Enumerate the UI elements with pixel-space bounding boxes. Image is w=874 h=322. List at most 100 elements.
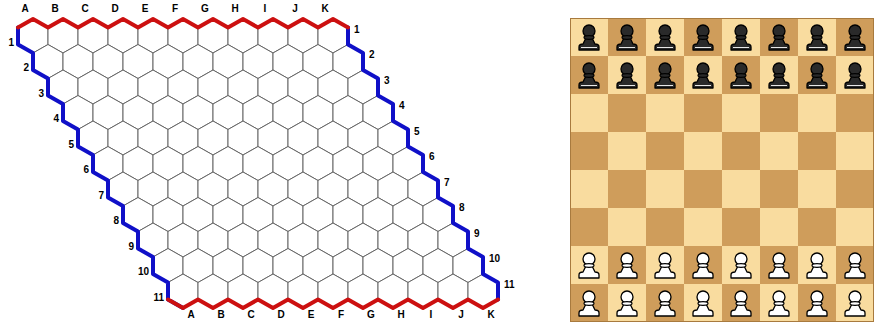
black-pawn (693, 25, 713, 50)
board-frame (571, 19, 874, 322)
board-square (722, 208, 760, 246)
column-letter: I (264, 4, 267, 14)
pawn-collar (622, 264, 632, 268)
pawn-collar (812, 264, 822, 268)
pawn-collar (584, 36, 594, 40)
board-square (836, 246, 874, 284)
red-edge (168, 300, 498, 309)
column-letter: F (338, 310, 344, 320)
white-pawn (655, 291, 675, 316)
column-letter: G (201, 4, 209, 14)
board-square (608, 94, 646, 132)
blue-edge (348, 28, 498, 300)
pawn-collar (812, 74, 822, 78)
column-letter: H (231, 4, 238, 14)
pawn-collar (584, 302, 594, 306)
board-square (684, 18, 722, 56)
chess-board (570, 18, 874, 322)
white-pawn (731, 291, 751, 316)
row-number: 6 (83, 165, 89, 175)
pawn-highlight (771, 85, 787, 86)
board-square (608, 18, 646, 56)
black-pawn (693, 63, 713, 88)
column-letter: J (458, 310, 464, 320)
board-square (646, 284, 684, 322)
black-pawn (845, 25, 865, 50)
board-square (608, 284, 646, 322)
black-pawn (769, 63, 789, 88)
column-letter: A (187, 310, 194, 320)
black-pawn (845, 63, 865, 88)
white-pawn (845, 291, 865, 316)
board-square (798, 56, 836, 94)
pawn-collar (736, 74, 746, 78)
row-number: 10 (489, 254, 500, 264)
row-number: 11 (504, 280, 515, 290)
pawn-collar (736, 302, 746, 306)
row-number: 3 (38, 89, 44, 99)
row-number: 1 (354, 25, 360, 35)
column-letter: C (81, 4, 88, 14)
column-letter: C (247, 310, 254, 320)
board-square (836, 284, 874, 322)
board-square (570, 284, 608, 322)
column-letter: E (142, 4, 149, 14)
black-pawn (807, 25, 827, 50)
board-square (570, 170, 608, 208)
board-square (570, 208, 608, 246)
red-edge (18, 19, 348, 28)
pawn-highlight (733, 47, 749, 48)
white-pawn (579, 253, 599, 278)
row-number: 5 (414, 127, 420, 137)
board-square (722, 56, 760, 94)
pawn-collar (698, 264, 708, 268)
board-square (760, 56, 798, 94)
board-square (684, 170, 722, 208)
pawn-collar (622, 302, 632, 306)
board-square (684, 246, 722, 284)
pawn-highlight (657, 85, 673, 86)
row-number: 10 (138, 267, 149, 277)
row-number: 8 (113, 216, 119, 226)
board-square (646, 132, 684, 170)
board-square (760, 18, 798, 56)
black-pawn (579, 63, 599, 88)
pawn-highlight (619, 85, 635, 86)
pawn-collar (774, 264, 784, 268)
white-pawn (693, 253, 713, 278)
white-pawn (731, 253, 751, 278)
blue-edge (18, 28, 183, 309)
board-square (722, 94, 760, 132)
pawn-highlight (657, 47, 673, 48)
pawn-collar (812, 302, 822, 306)
pawn-collar (850, 264, 860, 268)
board-square (608, 132, 646, 170)
column-letter: D (111, 4, 118, 14)
board-square (722, 284, 760, 322)
pawn-collar (774, 302, 784, 306)
column-letter: E (308, 310, 315, 320)
row-number: 7 (98, 191, 104, 201)
pawn-collar (660, 264, 670, 268)
column-letter: K (321, 4, 328, 14)
pawn-collar (850, 302, 860, 306)
board-square (760, 246, 798, 284)
pawn-collar (850, 36, 860, 40)
board-square (760, 94, 798, 132)
board-square (798, 170, 836, 208)
board-square (836, 132, 874, 170)
board-square (836, 208, 874, 246)
pawn-collar (736, 264, 746, 268)
pawn-highlight (847, 85, 863, 86)
black-pawn (731, 25, 751, 50)
board-square (646, 56, 684, 94)
row-number: 9 (128, 242, 134, 252)
white-pawn (617, 253, 637, 278)
board-square (722, 132, 760, 170)
board-square (646, 208, 684, 246)
black-pawn (579, 25, 599, 50)
pawn-collar (850, 74, 860, 78)
pawn-collar (622, 74, 632, 78)
white-pawn (845, 253, 865, 278)
pawn-collar (736, 36, 746, 40)
